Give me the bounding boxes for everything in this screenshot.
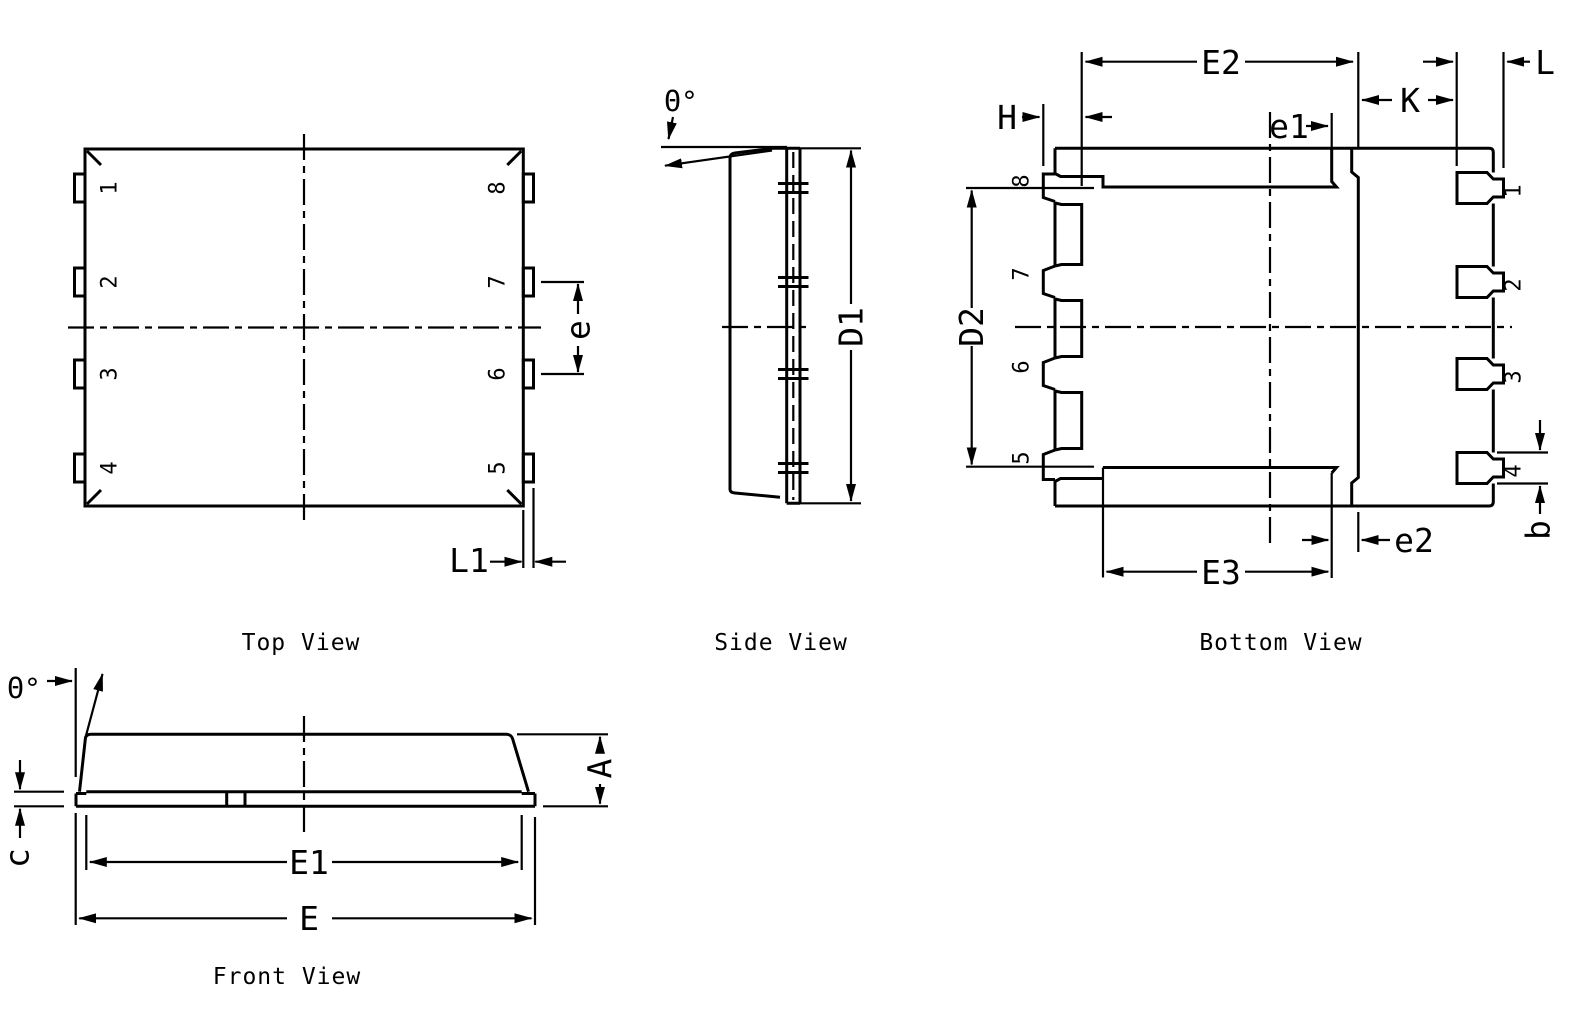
bottom-lower-strip xyxy=(1054,466,1340,483)
dim-e2-top: E2 xyxy=(1080,43,1360,186)
pin-label: 1 xyxy=(1502,184,1527,197)
pin-label: 7 xyxy=(1010,267,1035,280)
dim-e1: e1 xyxy=(1269,107,1333,182)
dim-e-width: E xyxy=(78,817,537,938)
dim-label-e1: e1 xyxy=(1269,107,1309,146)
dim-label-theta-side: Θ° xyxy=(664,85,698,118)
dim-c: c xyxy=(0,760,64,868)
dim-label-a: A xyxy=(581,758,620,778)
dim-d1: D1 xyxy=(800,147,871,505)
dim-label-d1: D1 xyxy=(832,307,871,347)
pin-label: 3 xyxy=(98,367,123,380)
side-view-leadframe-strip xyxy=(773,146,802,505)
dim-l1: L1 xyxy=(449,488,566,580)
dim-label-d2: D2 xyxy=(952,307,991,347)
pin-label: 5 xyxy=(1010,451,1035,464)
dim-label-e3: E3 xyxy=(1201,553,1241,592)
dim-l: L xyxy=(1423,43,1555,168)
front-view-title: Front View xyxy=(213,964,361,990)
dim-d2: D2 xyxy=(952,186,1094,468)
bottom-right-pins xyxy=(1455,171,1505,485)
pin-label: 1 xyxy=(98,181,123,194)
pin-label: 2 xyxy=(1502,278,1527,291)
side-view-pin-ticks xyxy=(778,182,809,474)
dim-label-l: L xyxy=(1535,43,1555,82)
pin-label: 4 xyxy=(98,461,123,474)
dim-e2-gap: e2 xyxy=(1302,512,1434,560)
bottom-view-centerlines xyxy=(1015,112,1512,545)
top-view: 1 2 3 4 8 7 6 5 e L1 Top View xyxy=(68,134,598,656)
side-view-body-profile xyxy=(728,146,781,499)
pin-label: 7 xyxy=(486,275,511,288)
pin-label: 6 xyxy=(1010,360,1035,373)
bottom-body-bottom-edge xyxy=(1055,483,1495,508)
pin-label: 5 xyxy=(486,461,511,474)
dim-label-e2-gap: e2 xyxy=(1394,521,1434,560)
dim-e: e xyxy=(541,280,598,376)
theta-angle-arrow xyxy=(667,116,677,140)
theta-slope-line xyxy=(664,149,773,169)
side-view: Θ° D1 Side View xyxy=(661,85,871,656)
dim-h: H xyxy=(997,98,1112,166)
dim-e3: E3 xyxy=(1101,467,1333,592)
top-view-pin-labels: 1 2 3 4 8 7 6 5 xyxy=(98,181,511,474)
dim-label-theta-front: Θ° xyxy=(7,672,41,705)
dim-label-e1-width: E1 xyxy=(289,843,329,882)
dim-label-c: c xyxy=(0,848,37,868)
dim-label-k: K xyxy=(1400,81,1420,120)
pin-label: 6 xyxy=(486,367,511,380)
dim-b: b xyxy=(1497,420,1558,540)
front-view: Θ° A c E1 xyxy=(0,668,620,990)
pin-label: 8 xyxy=(486,181,511,194)
bottom-left-castellation-notches xyxy=(1054,201,1084,452)
pin-label: 2 xyxy=(98,275,123,288)
dim-a: A xyxy=(517,733,620,808)
pin-label: 4 xyxy=(1502,464,1527,477)
dim-e1-width: E1 xyxy=(85,815,523,882)
dim-label-l1: L1 xyxy=(449,541,489,580)
dim-label-b: b xyxy=(1519,520,1558,540)
top-view-centerlines xyxy=(68,134,541,522)
side-view-title: Side View xyxy=(714,630,848,656)
top-view-title: Top View xyxy=(242,630,361,656)
bottom-pad-right-edge xyxy=(1350,148,1360,506)
bottom-view-title: Bottom View xyxy=(1199,630,1362,656)
dim-label-e2: E2 xyxy=(1201,43,1241,82)
bottom-top-strip xyxy=(1054,148,1340,189)
pin-label: 3 xyxy=(1502,370,1527,383)
top-view-right-pins xyxy=(521,172,535,484)
dim-k: K xyxy=(1361,52,1458,166)
dim-label-e: e xyxy=(559,320,598,340)
bottom-body-top-edge xyxy=(1055,146,1495,173)
bottom-view-pin-labels: 8 7 6 5 1 2 3 4 xyxy=(1010,174,1527,477)
dim-label-h: H xyxy=(997,98,1017,137)
top-view-left-pins xyxy=(73,172,87,484)
pin-label: 8 xyxy=(1010,174,1035,187)
corner-chamfer-marks xyxy=(85,149,523,506)
dim-label-e-width: E xyxy=(299,899,319,938)
front-base-plate xyxy=(74,790,537,808)
front-theta-slope-line xyxy=(84,673,104,738)
bottom-view: 8 7 6 5 1 2 3 4 E2 H e1 xyxy=(952,43,1557,656)
